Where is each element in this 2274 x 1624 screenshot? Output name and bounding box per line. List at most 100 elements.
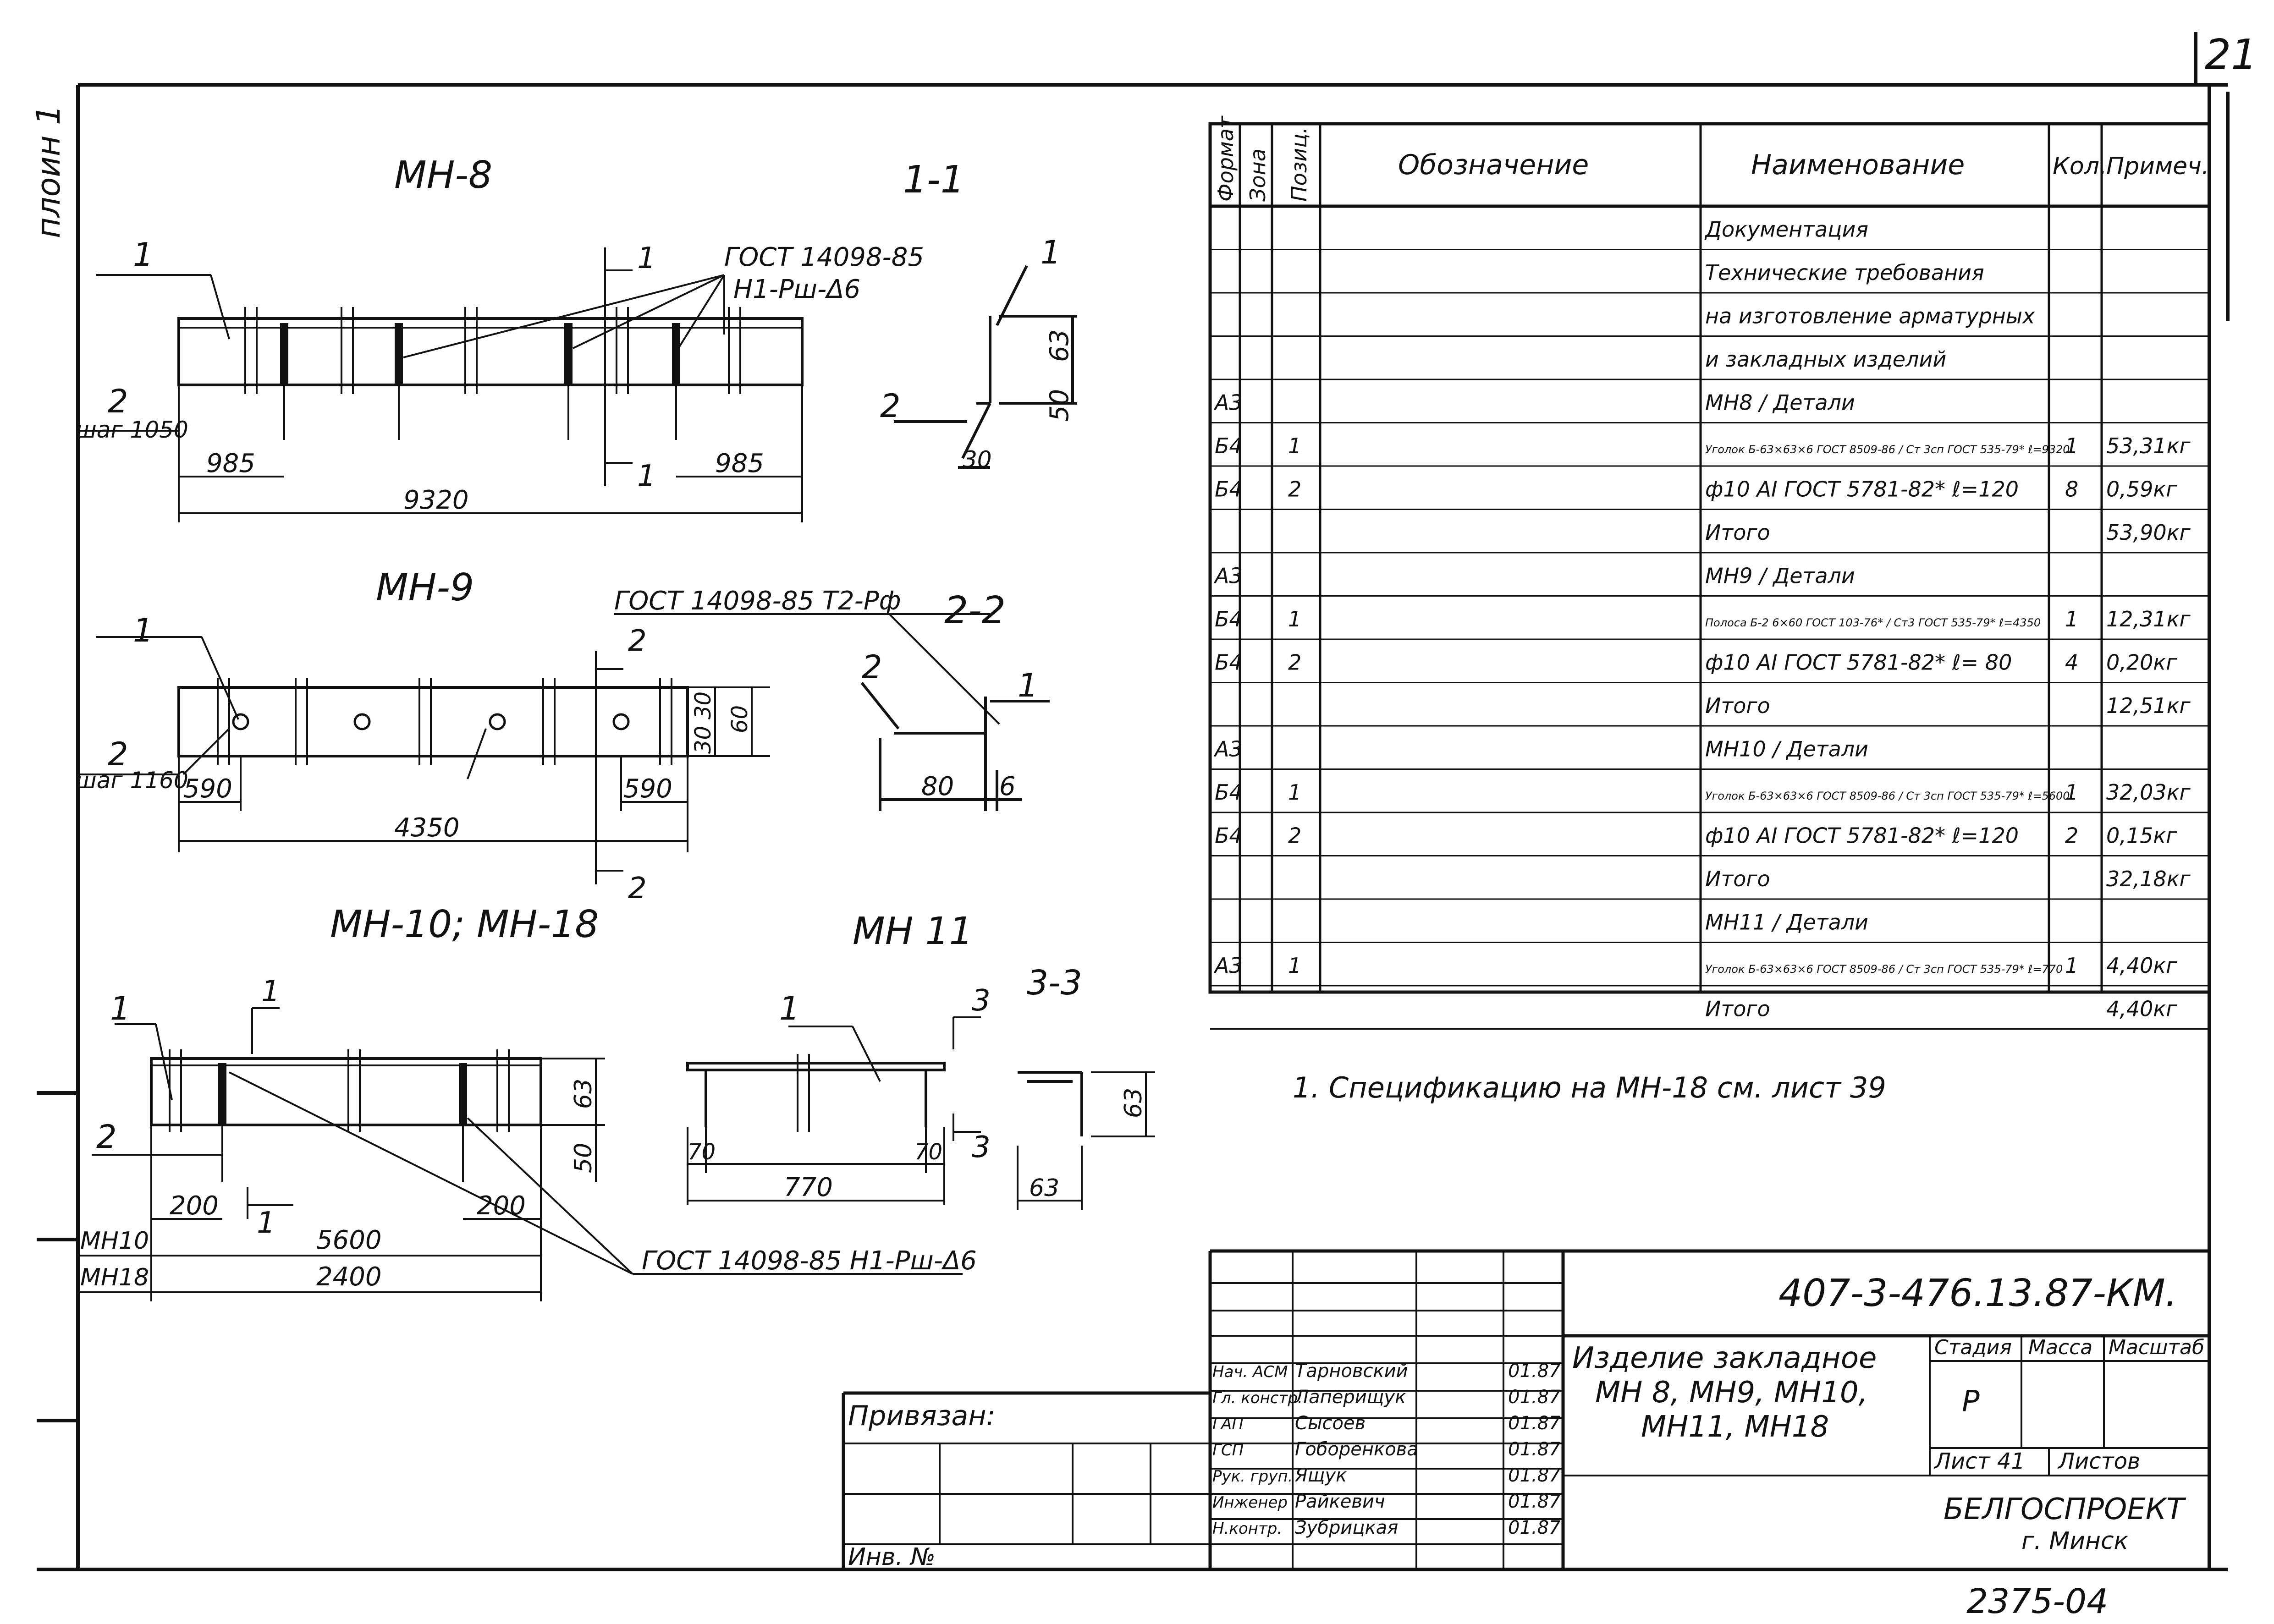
mn8-cut-mark-bottom: 1 [637,459,656,493]
signer-name: Сысоев [1295,1413,1366,1434]
mn11-dim-70a: 70 [688,1139,716,1165]
privyazan-label: Привязан: [848,1400,996,1432]
spec-cell-note: 53,31кг [2106,433,2191,458]
spec-cell-name: Полоса Б-2 6×60 ГОСТ 103-76* / Ст3 ГОСТ … [1705,616,2041,629]
mn8-anchor-rods [280,323,680,385]
spec-cell-name: ф10 АI ГОСТ 5781-82* ℓ=120 [1705,823,2019,848]
mn11-title: МН 11 [853,910,973,953]
spec-cell-name: Итого [1705,520,1770,545]
mn8-sec-dim-63: 63 [1045,329,1074,362]
general-note: 1. Спецификацию на МН-18 см. лист 39 [1293,1071,1886,1104]
signer-date: 01.87 [1508,1517,1561,1538]
mn9-drawing: МН-9 2-2 ГОСТ 14098-85 Т2-Рф [76,566,1050,905]
mn8-pos2: 2 [108,383,128,420]
mn8-cut-mark-top: 1 [637,241,656,275]
signer-date: 01.87 [1508,1387,1561,1408]
signer-date: 01.87 [1508,1413,1561,1434]
spec-cell-position: 1 [1288,953,1301,978]
mn11-dim-70b: 70 [914,1139,942,1165]
mn8-dim-total: 9320 [403,485,469,515]
mn10-row2-dim: 2400 [316,1262,382,1292]
spec-header-zone: Зона [1245,148,1270,202]
spec-cell-position: 1 [1288,433,1301,458]
mn10-dim-left: 200 [170,1191,219,1221]
spec-cell-name: Уголок Б-63×63×6 ГОСТ 8509-86 / Ст 3сп Г… [1705,443,2070,456]
spec-cell-name: ф10 АI ГОСТ 5781-82* ℓ=120 [1705,477,2019,502]
signer-name: Тарновский [1295,1361,1408,1382]
mn9-step: шаг 1160 [76,767,188,794]
mn9-weld-note: ГОСТ 14098-85 Т2-Рф [614,586,901,616]
mn8-weld-note-2: Н1-Рш-Δ6 [733,274,860,304]
title-block-mass-header: Масса [2028,1336,2092,1359]
mn10-drawing: МН-10; МН-18 1 2 200 200 [78,903,977,1301]
title-block-product-1: Изделие закладное [1572,1341,1877,1375]
spec-cell-name: МН11 / Детали [1705,910,1868,935]
mn8-section-title: 1-1 [903,158,964,202]
bottom-number: 2375-04 [1966,1582,2108,1621]
mn9-pos2: 2 [108,735,128,773]
spec-header-format: Формат [1213,115,1238,202]
signer-name: Райкевич [1295,1491,1385,1512]
spec-cell-name: Итого [1705,693,1770,718]
title-block: 407-3-476.13.87-КМ. Изделие закладное МН… [842,1249,2209,1571]
mn9-dim-60: 60 [727,705,753,733]
spec-cell-format: А3 [1213,390,1243,415]
mn9-pos1: 1 [133,612,154,649]
mn11-section-title: 3-3 [1027,963,1082,1003]
spec-cell-format: А3 [1213,953,1243,978]
spec-cell-position: 2 [1288,650,1301,675]
spec-cell-position: 2 [1288,823,1301,848]
mn10-title: МН-10; МН-18 [330,903,599,946]
title-block-product-3: МН11, МН18 [1641,1410,1829,1444]
signer-role: Н.контр. [1212,1520,1282,1538]
spec-cell-name: на изготовление арматурных [1705,304,2035,329]
spec-cell-note: 4,40кг [2106,953,2177,978]
spec-header-designation: Обозначение [1398,149,1589,181]
spec-cell-format: А3 [1213,564,1243,588]
signer-role: Нач. АСМ [1212,1363,1288,1381]
spec-cell-format: Б4 [1215,477,1243,502]
spec-cell-note: 4,40кг [2106,997,2177,1021]
mn8-pos1: 1 [133,236,154,274]
spec-header-qty: Кол. [2053,153,2107,180]
mn9-cut-mark-bottom: 2 [628,872,647,905]
spec-header-name: Наименование [1751,149,1965,181]
signer-date: 01.87 [1508,1491,1561,1512]
title-block-sheets: Листов [2057,1448,2140,1474]
mn8-sec-dim-50: 50 [1045,389,1074,422]
spec-cell-qty: 2 [2065,823,2078,848]
signer-role: ГСП [1212,1441,1244,1459]
mn11-cut-mark-top: 3 [972,984,991,1018]
spec-cell-qty: 8 [2065,477,2078,502]
spec-cell-format: Б4 [1215,780,1243,805]
signer-name: Гоборенкова [1295,1439,1418,1460]
spec-cell-format: Б4 [1215,433,1243,458]
mn8-sec-dim-30: 30 [963,446,992,473]
signer-name: Лаперищук [1294,1387,1406,1408]
mn11-cut-mark-bottom: 3 [972,1130,991,1164]
mn9-sec-pos1: 1 [1018,667,1038,704]
spec-cell-name: Технические требования [1705,260,1984,285]
spec-cell-qty: 1 [2065,607,2078,631]
spec-cell-name: и закладных изделий [1705,347,1946,372]
mn8-breaks [244,307,741,394]
mn9-strip [177,686,689,757]
title-block-scale-header: Масштаб [2109,1336,2204,1359]
mn8-angle [177,317,804,386]
mn11-sec-dim-63b: 63 [1029,1174,1059,1202]
spec-cell-note: 0,20кг [2106,650,2177,675]
mn10-row1-dim: 5600 [316,1225,382,1255]
spec-cell-qty: 1 [2065,953,2078,978]
mn10-dim-right: 200 [477,1191,526,1221]
title-block-product-2: МН 8, МН9, МН10, [1595,1376,1868,1410]
mn9-title: МН-9 [376,566,474,609]
spec-table: Формат Зона Позиц. Обозначение Наименова… [1208,115,2211,1030]
mn10-dim-50: 50 [570,1143,597,1173]
spec-cell-name: ф10 АI ГОСТ 5781-82* ℓ= 80 [1705,650,2012,675]
mn8-dim-right: 985 [715,449,764,478]
mn8-dim-left: 985 [206,449,255,478]
spec-cell-name: Итого [1705,997,1770,1021]
mn9-dim-right: 590 [623,774,672,804]
mn9-dim-30b: 30 [690,726,716,754]
